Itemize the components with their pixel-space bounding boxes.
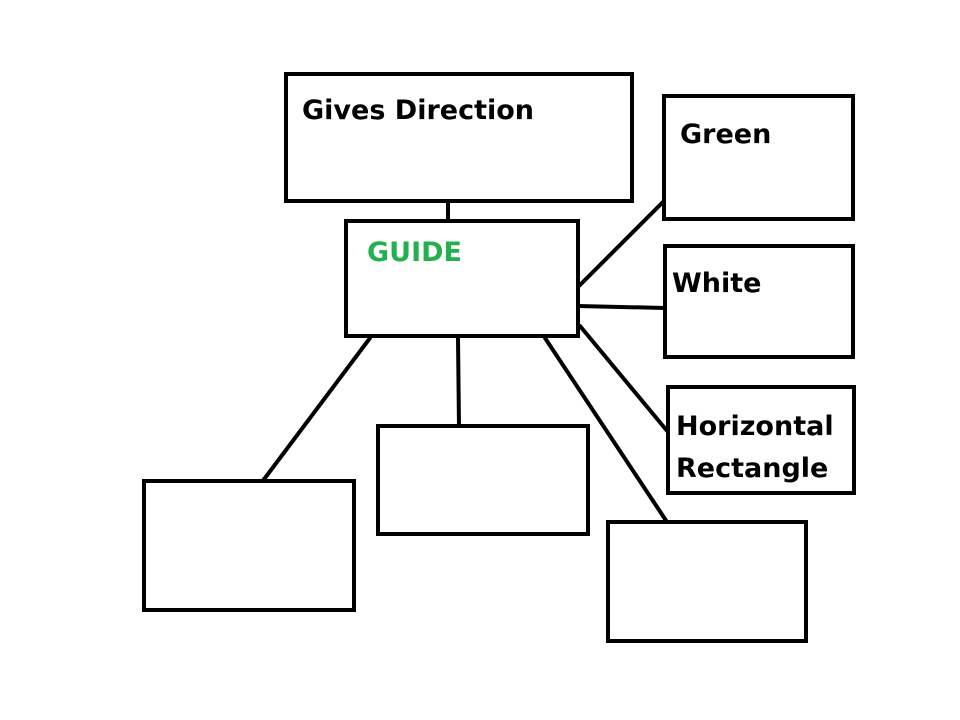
center-node-box: [344, 219, 580, 338]
connector-center-to-white: [576, 304, 667, 310]
white-node-label: White: [672, 268, 762, 299]
top-node-label: Gives Direction: [302, 95, 535, 126]
horizontal-rectangle-node-box: [666, 385, 856, 495]
connector-center-to-horizontal-rectangle: [578, 324, 670, 434]
bottom-left-node-box: [142, 479, 356, 612]
connector-center-to-green: [576, 198, 667, 289]
green-node-label: Green: [680, 119, 772, 150]
white-node-box: [663, 244, 855, 359]
connector-center-to-bottom-right: [543, 336, 669, 524]
connector-center-to-bottom-middle: [456, 336, 461, 429]
top-node-box: [284, 72, 634, 203]
bottom-middle-node-box: [376, 424, 590, 536]
green-node-box: [662, 94, 855, 221]
connector-center-to-bottom-left: [260, 336, 372, 484]
horizontal-rectangle-node-label: Horizontal Rectangle: [676, 411, 834, 484]
bottom-right-node-box: [606, 520, 808, 643]
center-node-label: GUIDE: [367, 237, 462, 268]
